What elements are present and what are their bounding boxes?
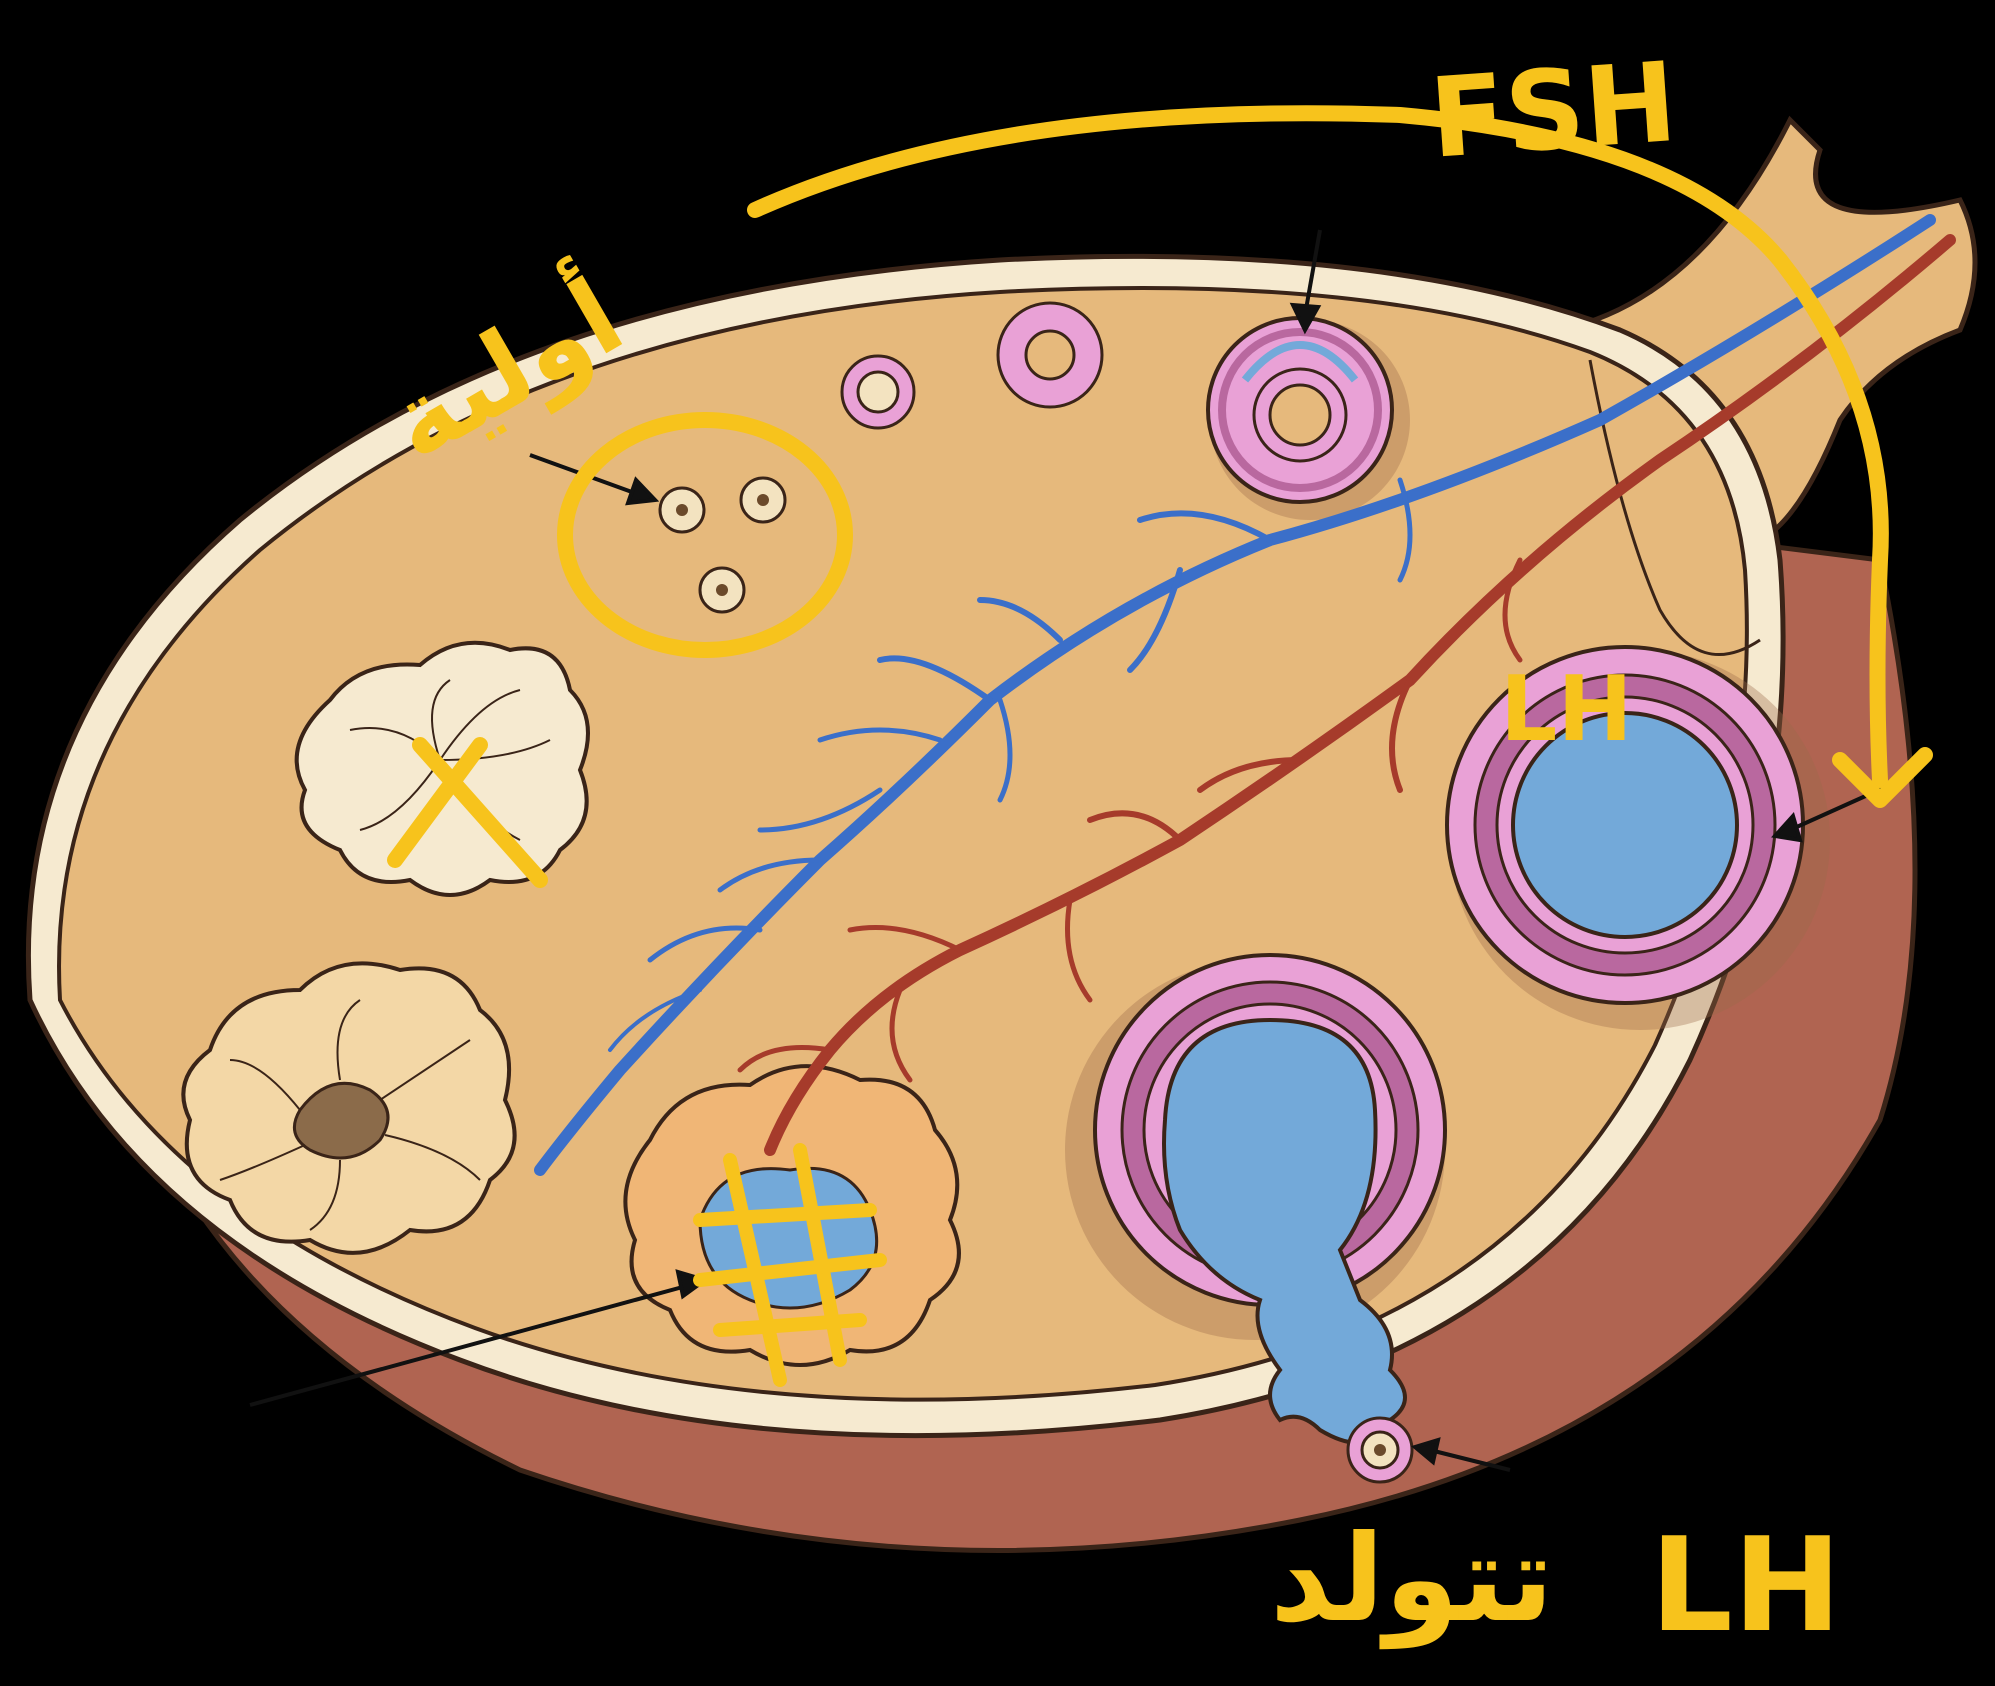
ovulation-label: تتولد (1270, 1510, 1554, 1649)
primary-follicle-small (842, 356, 914, 428)
released-ovum (1348, 1418, 1412, 1482)
fsh-label: FSH (1426, 38, 1681, 183)
lh-top-label: LH (1500, 657, 1633, 762)
lh-bottom-label: LH (1650, 1509, 1842, 1661)
primary-follicle-medium (998, 303, 1102, 407)
corpus-hemorrhagicum-core (700, 1168, 877, 1308)
secondary-follicle (1208, 318, 1410, 520)
